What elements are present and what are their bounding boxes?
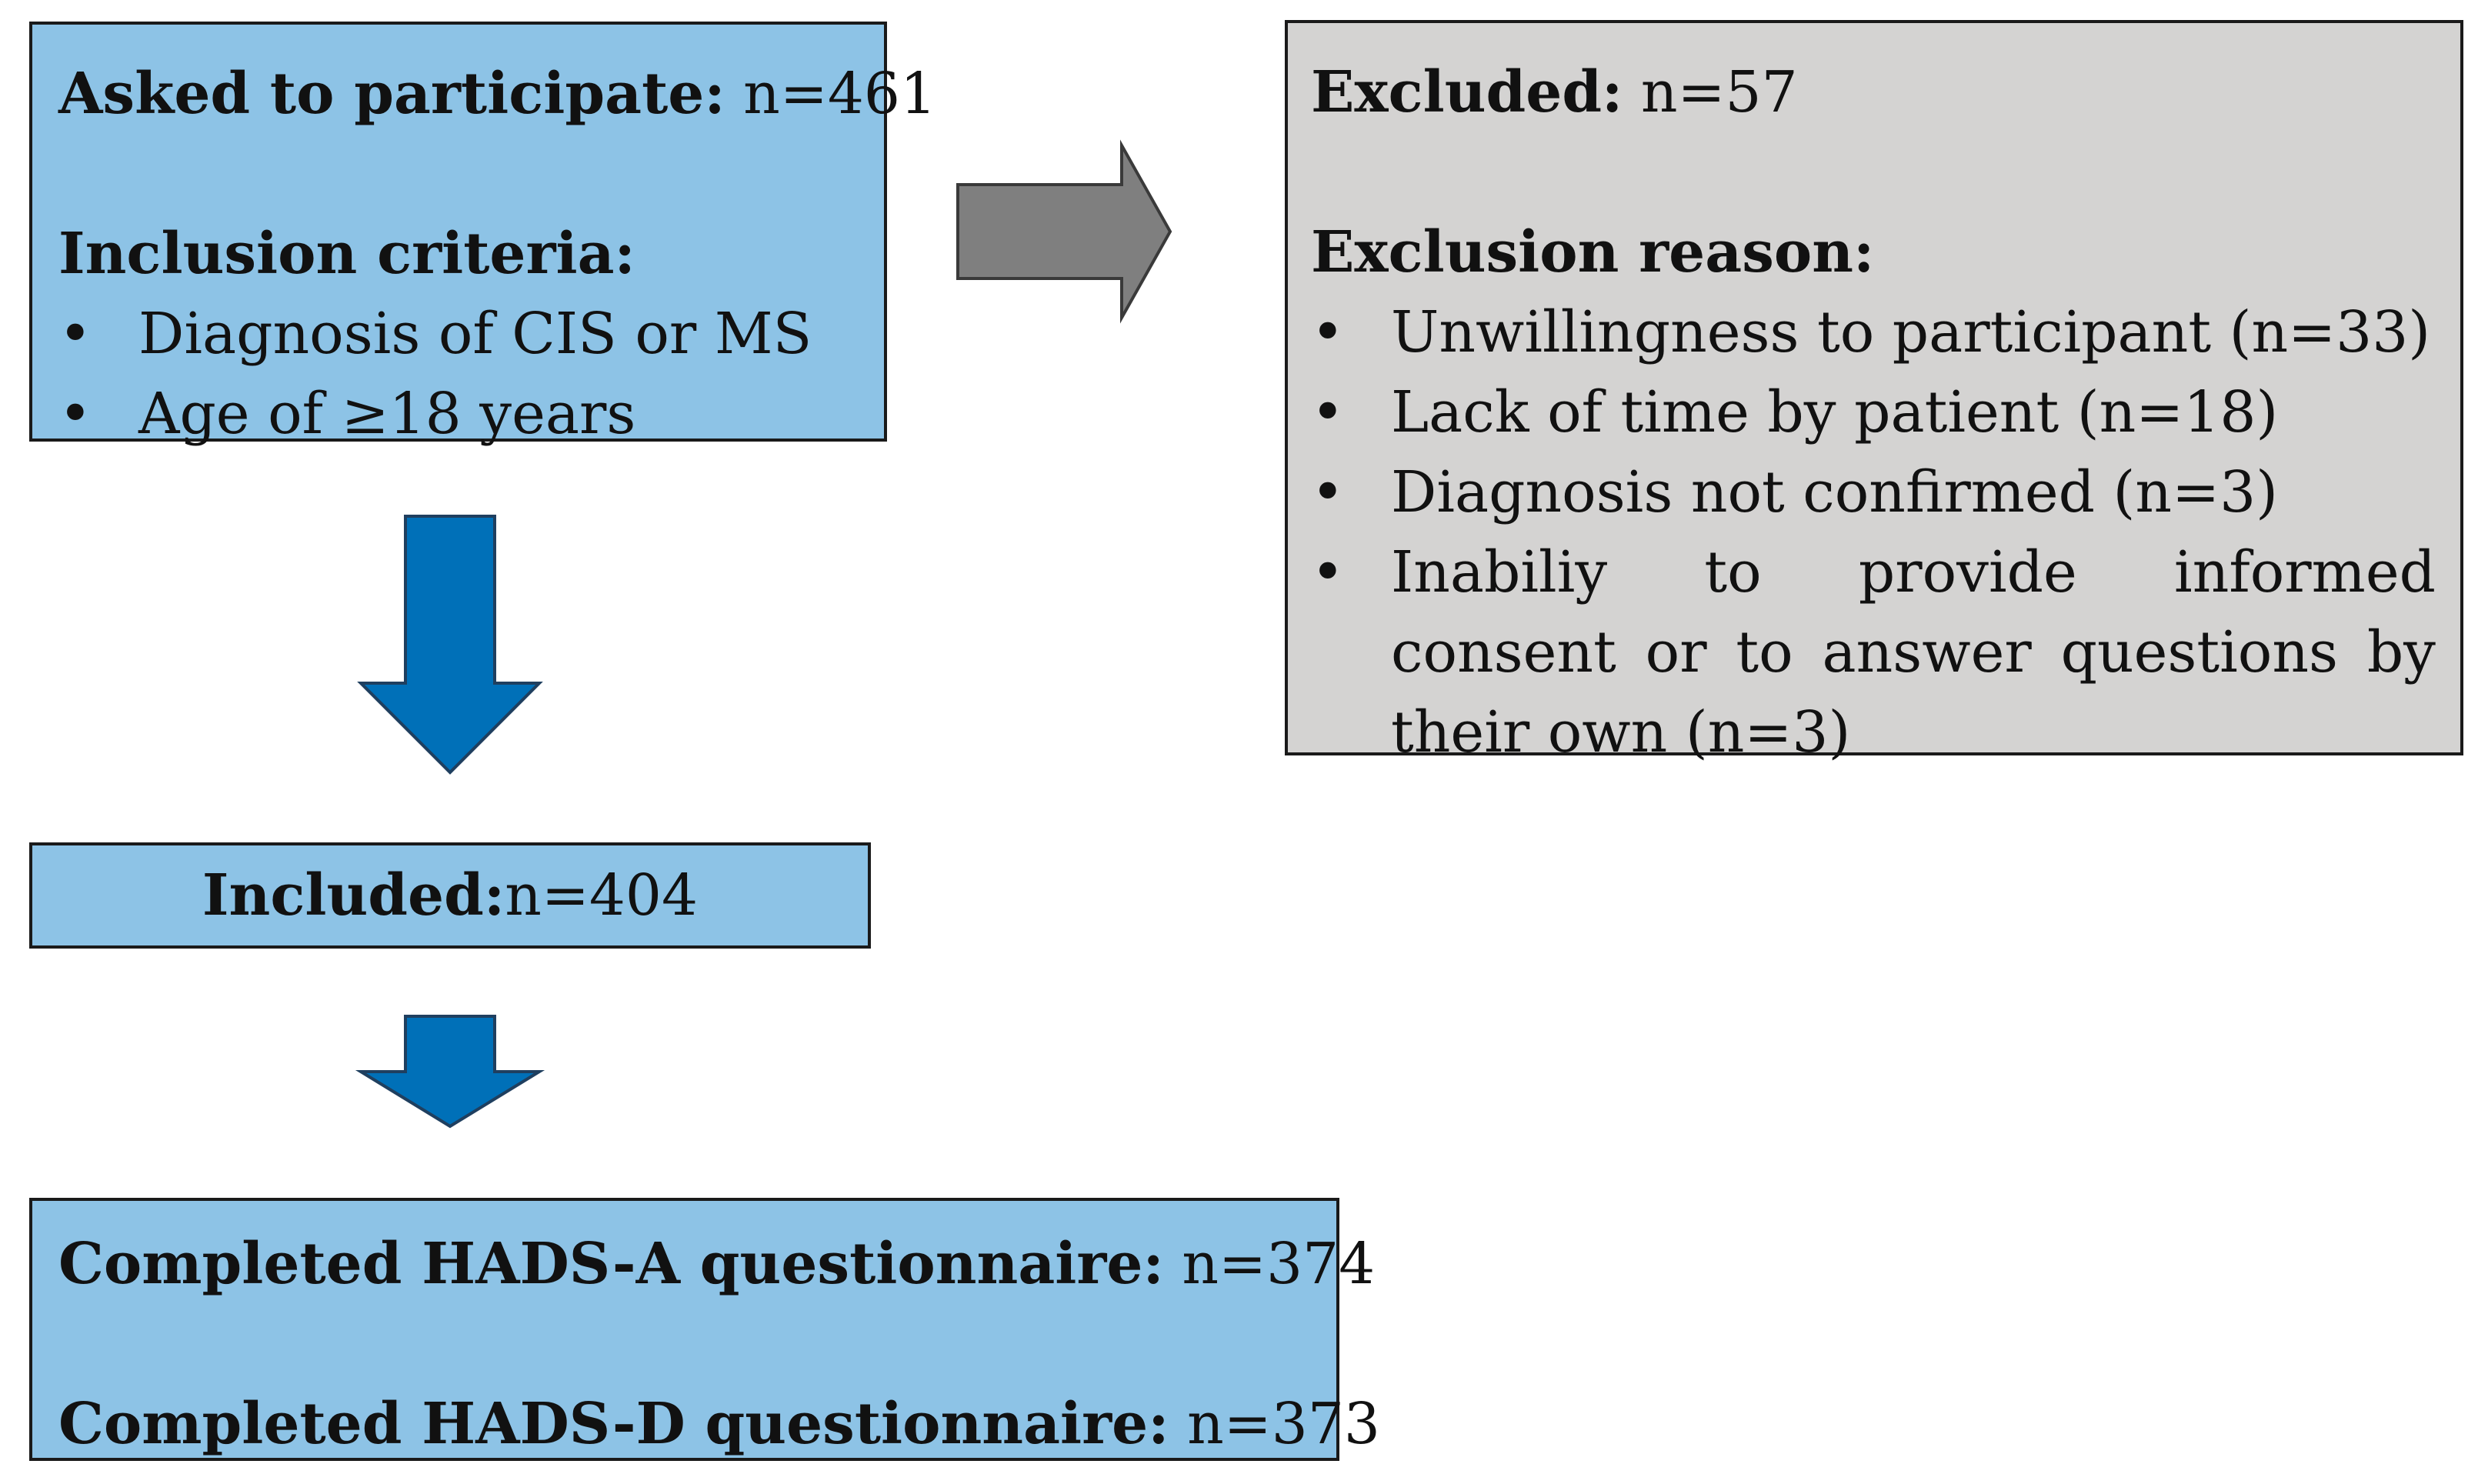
exclusion-reason-text: Diagnosis not confirmed (n=3) xyxy=(1391,459,2279,525)
included-box: Included: n=404 xyxy=(29,842,871,949)
arrow-down-icon xyxy=(355,1015,545,1129)
inclusion-criterion-text: Age of ≥18 years xyxy=(138,381,636,447)
inclusion-criterion: • Diagnosis of CIS or MS xyxy=(58,294,884,374)
asked-label: Asked to participate: xyxy=(58,61,725,127)
spacer xyxy=(58,1304,1336,1384)
exclusion-reason: • Inabiliy to provide informed consent o… xyxy=(1311,532,2436,772)
hads-a-value: n=374 xyxy=(1163,1231,1376,1297)
arrow-down-icon xyxy=(357,515,543,775)
bullet-icon: • xyxy=(1311,539,1345,605)
arrow-right-icon xyxy=(956,139,1172,324)
exclusion-reason: • Lack of time by patient (n=18) xyxy=(1311,372,2436,452)
excluded-value: n=57 xyxy=(1623,59,1798,125)
asked-heading: Asked to participate: n=461 xyxy=(58,54,936,134)
exclusion-reason-label: Exclusion reason: xyxy=(1311,219,1875,285)
arrow-right-shape xyxy=(956,139,1172,324)
arrow-down-shape xyxy=(355,1015,545,1129)
bullet-icon: • xyxy=(1311,379,1345,445)
bullet-icon: • xyxy=(1311,299,1345,365)
included-value: n=404 xyxy=(505,862,699,929)
asked-value: n=461 xyxy=(725,61,937,127)
hads-a-line: Completed HADS-A questionnaire: n=374 xyxy=(58,1224,1375,1304)
hads-d-value: n=373 xyxy=(1169,1391,1380,1457)
exclusion-reason-text: Unwillingness to participant (n=33) xyxy=(1391,299,2431,365)
excluded-box: Excluded: n=57 Exclusion reason: • Unwil… xyxy=(1285,20,2463,765)
excluded-heading: Excluded: n=57 xyxy=(1311,52,2436,132)
hads-a-label: Completed HADS-A questionnaire: xyxy=(58,1231,1164,1297)
exclusion-reason-text: Lack of time by patient (n=18) xyxy=(1391,379,2279,445)
inclusion-criterion: • Age of ≥18 years xyxy=(58,374,884,454)
arrow-down-shape xyxy=(357,515,543,775)
exclusion-reason: • Unwillingness to participant (n=33) xyxy=(1311,292,2436,372)
inclusion-criterion-text: Diagnosis of CIS or MS xyxy=(138,301,812,367)
exclusion-reason: • Diagnosis not confirmed (n=3) xyxy=(1311,452,2436,532)
asked-to-participate-box: Asked to participate: n=461 Inclusion cr… xyxy=(29,22,936,447)
spacer xyxy=(1311,132,2436,212)
bullet-icon: • xyxy=(1311,459,1345,525)
excluded-label: Excluded: xyxy=(1311,59,1623,125)
bullet-icon: • xyxy=(58,381,92,447)
hads-d-label: Completed HADS-D questionnaire: xyxy=(58,1391,1169,1457)
hads-d-line: Completed HADS-D questionnaire: n=373 xyxy=(58,1384,1380,1464)
included-heading: Included: n=404 xyxy=(32,845,868,945)
spacer xyxy=(58,134,884,214)
inclusion-criteria-label: Inclusion criteria: xyxy=(58,221,635,287)
bullet-icon: • xyxy=(58,301,92,367)
completed-questionnaires-box: Completed HADS-A questionnaire: n=374 Co… xyxy=(29,1198,1380,1464)
exclusion-reason-text: Inabiliy to provide informed consent or … xyxy=(1391,539,2436,765)
included-label: Included: xyxy=(202,862,505,929)
